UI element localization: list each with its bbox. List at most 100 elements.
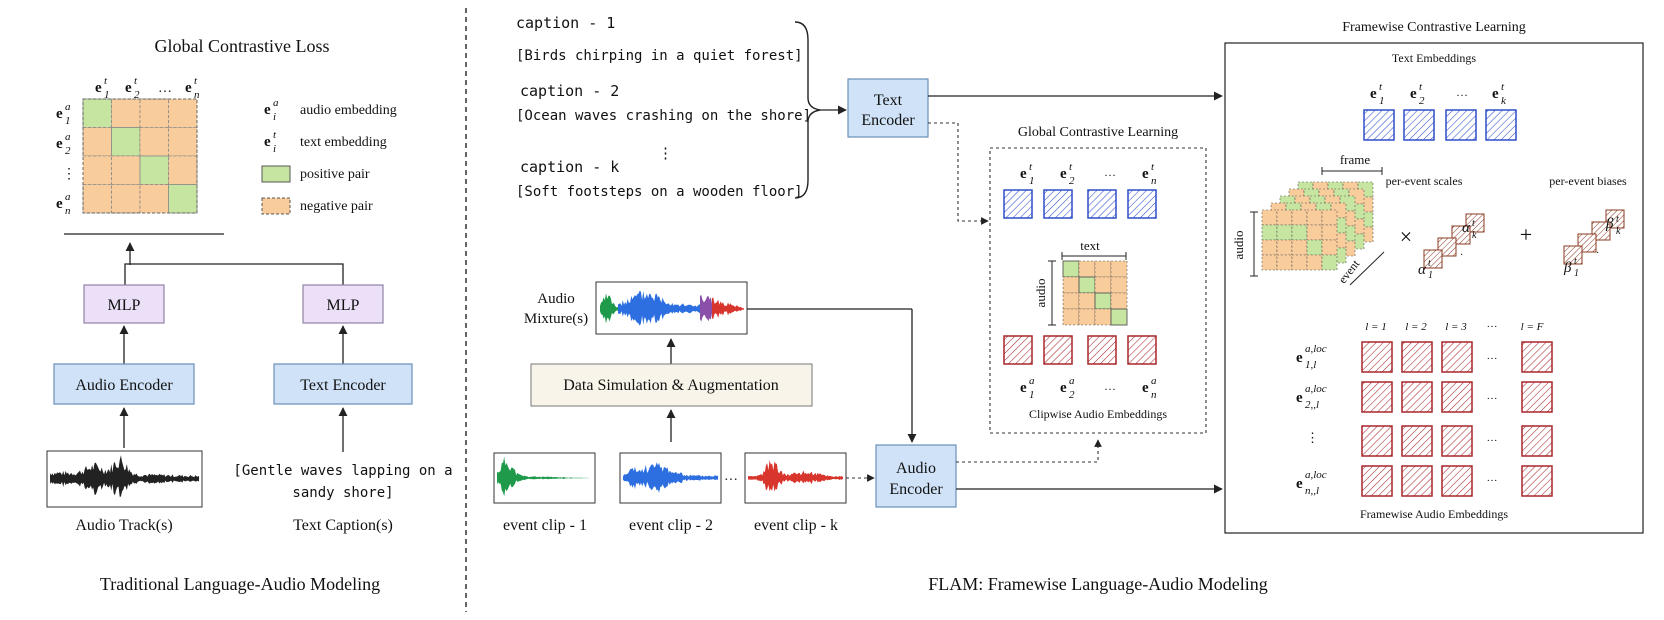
text-embedding-square [1003, 189, 1033, 219]
text-embedding-square [1363, 109, 1395, 141]
text-embedding-square [1445, 109, 1477, 141]
svg-text:i: i [273, 111, 276, 123]
svg-text:t: t [1616, 214, 1619, 225]
svg-text:⋮: ⋮ [1306, 430, 1319, 445]
event-clip-2-waveform [623, 462, 718, 493]
stack-cell [1261, 224, 1278, 241]
svg-text:···: ··· [1487, 475, 1498, 487]
text-caption-line1: [Gentle waves lapping on a [233, 463, 452, 479]
col-header-dots: … [158, 81, 172, 96]
legend-negative-pair: negative pair [300, 199, 373, 214]
svg-text:···: ··· [1487, 321, 1498, 333]
stack-cell [1306, 224, 1323, 241]
times-sign: × [1400, 224, 1412, 249]
row-header-dots: ⋮ [62, 167, 76, 182]
col-header-n: e [185, 80, 192, 96]
event-clip-2-label: event clip - 2 [629, 517, 713, 534]
svg-text:t: t [1151, 161, 1155, 173]
global-cell-negative [1078, 260, 1096, 278]
svg-text:l = 2: l = 2 [1405, 321, 1427, 333]
svg-text:k: k [1472, 230, 1477, 241]
global-text-label: text [1080, 238, 1100, 253]
data-simulation-label: Data Simulation & Augmentation [563, 377, 779, 394]
join-line-mlps [124, 263, 344, 286]
matrix-cell-positive [82, 98, 112, 128]
svg-text:e: e [1060, 380, 1067, 396]
stack-cell [1321, 239, 1338, 256]
frame-label: frame [1340, 152, 1371, 167]
svg-text:a: a [1069, 375, 1075, 387]
svg-text:2: 2 [1069, 389, 1075, 401]
clipwise-audio-label: Clipwise Audio Embeddings [1029, 407, 1167, 421]
row-header-1: e [56, 106, 63, 122]
framewise-row-labels: e a,loc 1,l e a,loc 2,,l ⋮ e a,loc n,,l [1296, 343, 1327, 497]
col-header-2: e [125, 80, 132, 96]
framewise-audio-square [1521, 425, 1553, 457]
row-header-n: e [56, 196, 63, 212]
audio-mixture-line2: Mixture(s) [524, 311, 588, 327]
data-simulation-box [530, 363, 813, 407]
event-clip-dots: ··· [724, 473, 738, 488]
matrix-border [82, 98, 198, 214]
svg-text:t: t [1501, 81, 1505, 93]
svg-text:···: ··· [1487, 353, 1498, 365]
svg-text:a: a [1029, 375, 1035, 387]
global-audio-label: audio [1033, 279, 1048, 308]
matrix-cell-negative [111, 184, 141, 214]
mixture-red-part [712, 297, 744, 319]
caption-2-text: [Ocean waves crashing on the shore] [516, 108, 811, 124]
svg-text:l = 3: l = 3 [1445, 321, 1467, 333]
right-text-encoder-line2: Encoder [861, 112, 915, 129]
svg-text:β: β [1563, 260, 1572, 276]
framewise-dot-columns: ··· ··· ··· ··· [1487, 353, 1498, 487]
svg-text:n: n [1151, 389, 1157, 401]
stack-cell [1261, 254, 1278, 271]
caption-1-title: caption - 1 [516, 14, 615, 32]
caption-1-text: [Birds chirping in a quiet forest] [516, 48, 803, 64]
framewise-audio-square [1521, 381, 1553, 413]
global-contrastive-loss-title: Global Contrastive Loss [155, 36, 330, 56]
audio-embedding-square [1087, 335, 1117, 365]
audio-embedding-square [1003, 335, 1033, 365]
global-cell-negative [1094, 276, 1112, 294]
left-text-encoder-label: Text Encoder [300, 377, 386, 394]
svg-text:a: a [1151, 375, 1157, 387]
global-text-embedding-labels: e t 1 e t 2 … e t n [1020, 161, 1157, 187]
framewise-contrastive-title: Framewise Contrastive Learning [1342, 20, 1526, 35]
mixture-green-part [600, 293, 618, 324]
svg-text:e: e [1020, 166, 1027, 182]
svg-text:e: e [1142, 166, 1149, 182]
global-audio-embedding-labels: e a 1 e a 2 … e a n [1020, 375, 1157, 401]
plus-sign: + [1520, 222, 1532, 247]
col-sup-2: t [134, 75, 138, 87]
stack-cell [1291, 239, 1308, 256]
svg-text:e: e [264, 102, 271, 118]
stack-cell [1276, 209, 1293, 226]
mlp-text-box [302, 284, 384, 324]
svg-text:t: t [1574, 256, 1577, 267]
svg-text:e: e [264, 134, 271, 150]
mlp-audio-label: MLP [108, 297, 141, 314]
right-audio-encoder-box [875, 444, 957, 508]
matrix-cell-negative [168, 98, 198, 128]
framewise-text-embedding-labels: e t 1 e t 2 … e t k [1370, 81, 1507, 107]
svg-text:e: e [1020, 380, 1027, 396]
svg-text:n: n [1151, 175, 1157, 187]
left-audio-encoder-label: Audio Encoder [75, 377, 173, 394]
matrix-cell-negative [111, 98, 141, 128]
svg-text:t: t [1428, 258, 1431, 269]
framewise-audio-square [1401, 465, 1433, 497]
svg-text:e: e [1410, 86, 1417, 102]
global-cell-negative [1094, 260, 1112, 278]
audio-embedding-square [1127, 335, 1157, 365]
framewise-audio-square [1441, 341, 1473, 373]
col-sup-1: t [104, 75, 108, 87]
matrix-cell-negative [168, 127, 198, 157]
global-cell-negative [1062, 308, 1080, 326]
svg-text:2: 2 [1419, 95, 1425, 107]
mixture-blue-part [618, 290, 700, 326]
stack-cell [1291, 254, 1308, 271]
svg-text:2: 2 [65, 145, 71, 157]
global-cell-negative [1078, 308, 1096, 326]
arrow-text-to-global [928, 122, 989, 225]
